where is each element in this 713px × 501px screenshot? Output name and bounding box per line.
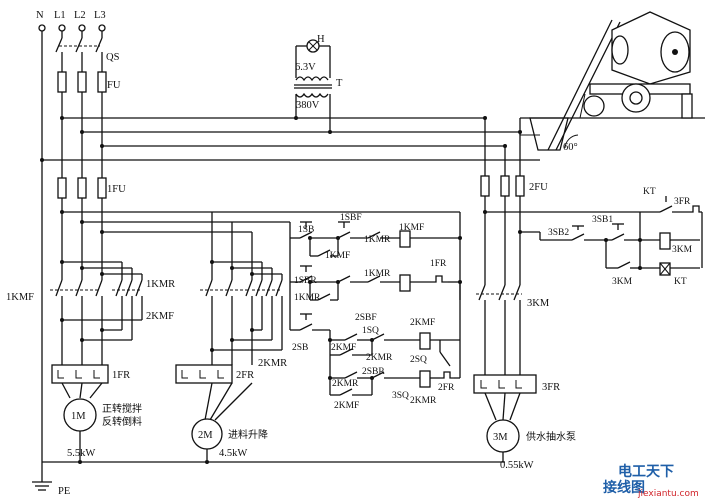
- control-3m: [539, 196, 703, 276]
- label-2kmr-ctrl-c: 2KMR: [410, 396, 437, 406]
- label-0-55kw: 0.55kW: [500, 460, 534, 471]
- label-l2: L2: [74, 10, 86, 21]
- supply-terminals: [38, 24, 106, 32]
- label-3sb1: 3SB1: [592, 215, 613, 225]
- label-1fu: 1FU: [107, 184, 126, 195]
- label-3km-ctrl: 3KM: [612, 277, 633, 287]
- label-1kmf-ctrl-a: 1KMF: [325, 251, 350, 261]
- thermal-3fr: [473, 374, 537, 421]
- label-3m-desc: 供水抽水泵: [526, 430, 576, 443]
- watermark-url: jiexiantu.com: [637, 489, 699, 499]
- label-2kmr-ctrl-a: 2KMR: [366, 353, 393, 363]
- lamp-transformer: [294, 39, 332, 110]
- label-2fr-main: 2FR: [236, 370, 254, 381]
- label-2fu: 2FU: [529, 182, 548, 193]
- thermal-2fr: [175, 364, 253, 421]
- contactor-2km: [200, 260, 283, 365]
- label-380v: 380V: [296, 100, 320, 111]
- thermal-1fr: [51, 364, 109, 399]
- label-kt-ctrl: KT: [643, 187, 656, 197]
- label-pe: PE: [58, 486, 70, 497]
- label-1sb: 1SB: [298, 225, 314, 235]
- watermark: 电工天下 接线图 jiexiantu.com: [598, 462, 710, 499]
- label-2sbf: 2SBF: [355, 313, 377, 323]
- label-qs: QS: [106, 52, 120, 63]
- label-1kmf-coil: 1KMF: [399, 223, 424, 233]
- label-3m: 3M: [493, 432, 508, 443]
- fuses-1fu: [57, 177, 107, 280]
- feeder-2m: [60, 210, 461, 300]
- label-2kmf-main: 2KMF: [146, 311, 174, 322]
- label-1m-desc-b: 反转倒料: [102, 415, 142, 428]
- label-3km-main: 3KM: [527, 298, 550, 309]
- label-60-deg: 60°: [563, 142, 578, 153]
- label-2kmf-ctrl-b: 2KMF: [334, 401, 359, 411]
- label-2fr-ctrl: 2FR: [438, 383, 455, 393]
- label-1sbf: 1SBF: [340, 213, 362, 223]
- label-3sb2: 3SB2: [548, 228, 569, 238]
- control-1m: [289, 221, 462, 330]
- mixer-illustration: [519, 11, 705, 151]
- label-2sq: 2SQ: [410, 355, 427, 365]
- label-l1: L1: [54, 10, 66, 21]
- label-1kmr-ctrl-b: 1KMR: [294, 293, 321, 303]
- label-2m: 2M: [198, 430, 213, 441]
- pe-line: [32, 460, 505, 491]
- label-n: N: [36, 10, 44, 21]
- label-1kmr-ctrl-a: 1KMR: [364, 235, 391, 245]
- qs-switch: [55, 31, 103, 72]
- label-1fr-main: 1FR: [112, 370, 130, 381]
- label-1m-desc-a: 正转搅拌: [102, 402, 142, 415]
- feeder-3m: [476, 116, 560, 375]
- label-1sq: 1SQ: [362, 326, 379, 336]
- label-4-5kw: 4.5kW: [219, 448, 247, 459]
- contactor-1kmf: [50, 279, 103, 365]
- label-3sq: 3SQ: [392, 391, 409, 401]
- label-fu: FU: [107, 80, 121, 91]
- label-6v3: 6.3V: [295, 62, 316, 73]
- label-1fr-ctrl: 1FR: [430, 259, 447, 269]
- label-t: T: [336, 78, 343, 89]
- contactor-1kmr: [60, 260, 143, 342]
- label-2kmr-main: 2KMR: [258, 358, 287, 369]
- label-2m-desc: 进料升降: [228, 428, 268, 441]
- label-1sbr: 1SBR: [294, 276, 317, 286]
- label-5-5kw: 5.5kW: [67, 448, 95, 459]
- label-1kmf-coil-b: 1KMR: [364, 269, 391, 279]
- label-3km-coil: 3KM: [672, 245, 693, 255]
- label-2kmr-ctrl-b: 2KMR: [332, 379, 359, 389]
- label-3fr-main: 3FR: [542, 382, 560, 393]
- busbars: [40, 110, 540, 162]
- control-2m: [290, 282, 461, 396]
- label-1kmr-main: 1KMR: [146, 279, 175, 290]
- label-2kmf-coil: 2KMF: [410, 318, 435, 328]
- fu-fuses: [57, 71, 107, 178]
- label-2sbr: 2SBR: [362, 367, 385, 377]
- watermark-title: 电工天下: [618, 463, 674, 480]
- label-1kmf: 1KMF: [6, 292, 34, 303]
- label-2kmf-ctrl-a: 2KMF: [331, 343, 356, 353]
- label-2sb: 2SB: [292, 343, 308, 353]
- label-kt-coil: KT: [674, 277, 687, 287]
- label-l3: L3: [94, 10, 106, 21]
- watermark-brand: 接线图: [603, 479, 645, 496]
- label-1m: 1M: [71, 411, 86, 422]
- label-3fr-ctrl: 3FR: [674, 197, 691, 207]
- label-h: H: [317, 34, 325, 45]
